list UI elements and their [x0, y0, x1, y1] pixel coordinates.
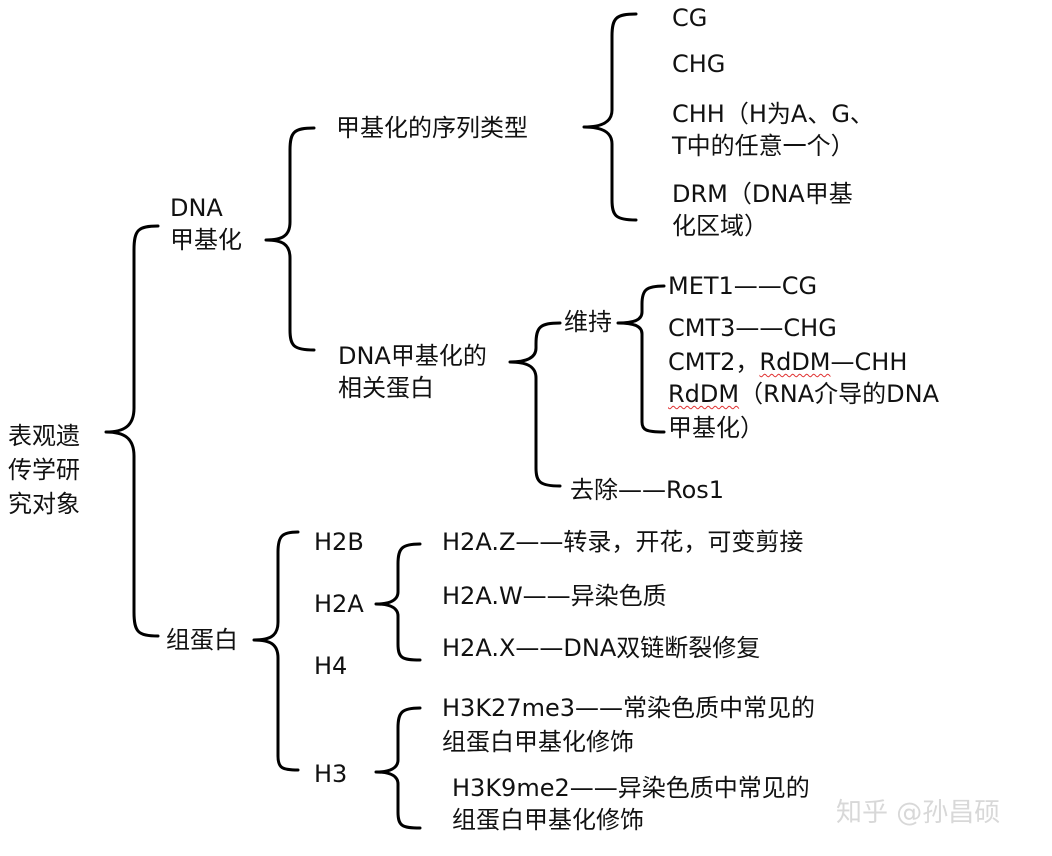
maintain-label: 维持 — [564, 308, 612, 336]
seq-types-label: 甲基化的序列类型 — [336, 114, 528, 142]
rddm-rest: （RNA介导的DNA — [739, 380, 940, 408]
seq-type-drm-line2: 化区域） — [672, 212, 768, 240]
maintain-cmt2: CMT2，RdDM—CHH — [668, 346, 907, 379]
h3k9-line1: H3K9me2——异染色质中常见的 — [452, 774, 810, 802]
seq-type-chg: CHG — [672, 50, 726, 78]
h3k27-line2: 组蛋白甲基化修饰 — [442, 728, 634, 756]
bracket-h2a — [374, 542, 422, 662]
root-label-line1: 表观遗 — [8, 422, 80, 450]
rddm-word: RdDM — [668, 380, 740, 408]
cmt2-rddm: RdDM — [759, 348, 831, 376]
bracket-seq-types — [582, 12, 638, 222]
h2a-x: H2A.X——DNA双链断裂修复 — [442, 634, 761, 662]
histone-h2b: H2B — [314, 528, 364, 556]
h3k9-line2: 组蛋白甲基化修饰 — [452, 806, 644, 834]
maintain-cmt3: CMT3——CHG — [668, 314, 837, 342]
maintain-rddm-line2: 甲基化） — [668, 414, 764, 442]
watermark: 知乎 @孙昌硕 — [836, 798, 1001, 828]
maintain-met1: MET1——CG — [668, 272, 818, 300]
histone-h4: H4 — [314, 652, 348, 680]
histone-h2a: H2A — [314, 590, 364, 618]
h2a-z: H2A.Z——转录，开花，可变剪接 — [442, 528, 804, 556]
dna-label-line1: DNA — [170, 194, 223, 222]
seq-type-drm-line1: DRM（DNA甲基 — [672, 180, 853, 208]
root-label-line3: 究对象 — [8, 490, 80, 518]
proteins-label-line2: 相关蛋白 — [338, 374, 434, 402]
cmt2-prefix: CMT2， — [668, 348, 760, 376]
bracket-dna — [264, 126, 316, 352]
h3k27-line1: H3K27me3——常染色质中常见的 — [442, 694, 816, 722]
bracket-maintain — [616, 284, 666, 434]
maintain-rddm: RdDM（RNA介导的DNA — [668, 378, 939, 411]
root-label-line2: 传学研 — [8, 456, 80, 484]
histone-h3: H3 — [314, 760, 348, 788]
bracket-h3 — [374, 706, 422, 830]
proteins-label-line1: DNA甲基化的 — [338, 342, 487, 370]
dna-label-line2: 甲基化 — [170, 226, 242, 254]
h2a-w: H2A.W——异染色质 — [442, 582, 667, 610]
seq-type-chh-line2: T中的任意一个） — [672, 132, 855, 160]
remove-ros1: 去除——Ros1 — [570, 476, 725, 504]
cmt2-suffix: —CHH — [830, 348, 908, 376]
seq-type-cg: CG — [672, 4, 708, 32]
histone-label: 组蛋白 — [166, 626, 238, 654]
bracket-histone — [252, 530, 300, 772]
bracket-proteins — [508, 321, 562, 488]
seq-type-chh-line1: CHH（H为A、G、 — [672, 100, 874, 128]
bracket-root — [104, 224, 160, 638]
